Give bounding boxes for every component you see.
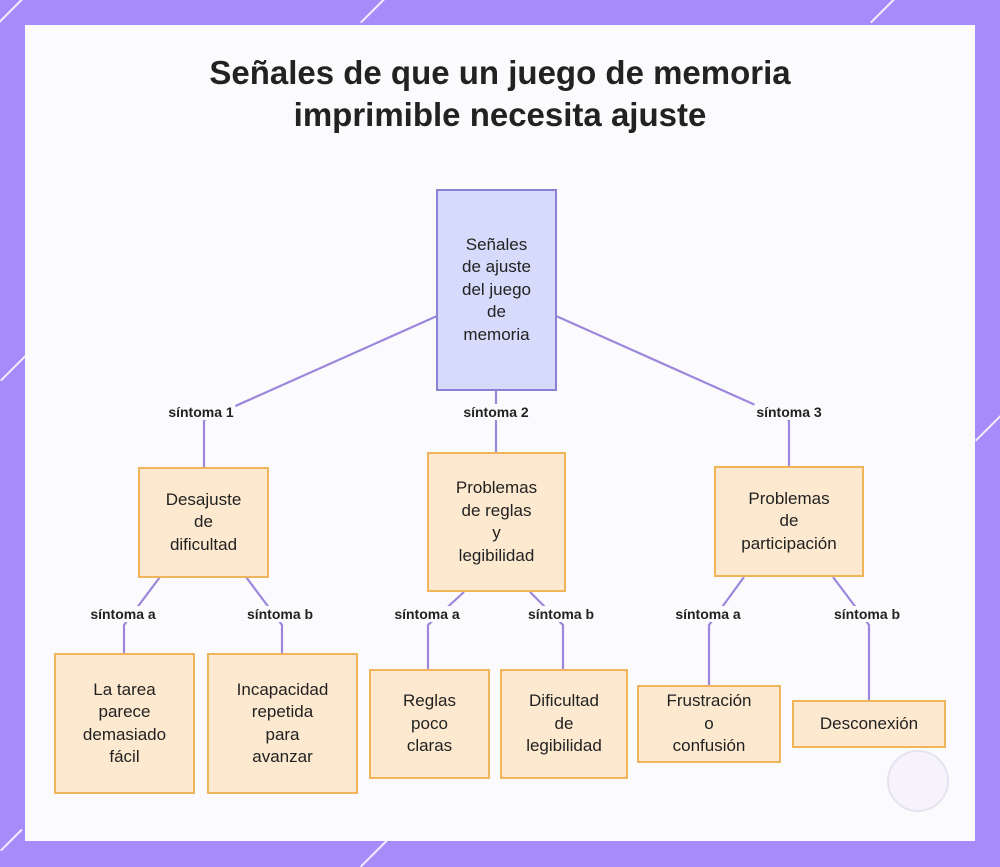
leaf-node-b1-a: La tarea parece demasiado fácil [54,653,195,794]
leaf-node-b3-a: Frustración o confusión [637,685,781,763]
leaf-line: demasiado [82,724,167,744]
branch-line: legibilidad [458,545,535,565]
leaf-line: confusión [672,736,746,756]
edge-b3-a [707,576,745,686]
edge-label-branch-2: síntoma 2 [461,404,531,420]
leaf-node-b1-b: Incapacidad repetida para avanzar [207,653,358,794]
branch-line: Problemas [748,488,830,508]
edge-label-b2-b: síntoma b [525,606,597,622]
leaf-line: Dificultad [529,691,599,711]
leaf-node-b2-b: Dificultad de legibilidad [500,669,628,779]
branch-node-1: Desajuste de dificultad [138,467,269,578]
leaf-line: avanzar [252,747,313,766]
leaf-node-b3-b: Desconexión [792,700,946,748]
root-line: Señales [465,234,528,254]
leaf-line: para [265,724,300,744]
leaf-node-b2-a: Reglas poco claras [369,669,490,779]
edge-root-branch-3 [555,314,791,466]
edge-b1-a [122,576,161,653]
leaf-line: claras [406,736,453,756]
branch-node-2: Problemas de reglas y legibilidad [427,452,566,592]
root-line: del juego [461,279,531,299]
seal-icon [887,750,949,812]
leaf-line: fácil [109,747,140,766]
leaf-line: Reglas [403,691,456,711]
title-line-1: Señales de que un juego de memoria [209,54,791,91]
branch-node-3: Problemas de participación [714,466,864,577]
edge-root-branch-1 [202,314,438,468]
branch-line: participación [741,533,837,553]
edge-label-branch-1: síntoma 1 [166,404,236,420]
edge-label-b1-a: síntoma a [88,606,158,622]
edge-label-b3-b: síntoma b [831,606,903,622]
edge-label-b1-b: síntoma b [244,606,316,622]
root-line: memoria [463,324,530,344]
leaf-line: parece [98,702,151,721]
edge-label-branch-3: síntoma 3 [754,404,824,420]
branch-line: de [194,512,213,532]
root-line: de ajuste [461,257,531,277]
branch-line: dificultad [169,534,238,554]
leaf-line: legibilidad [526,736,602,756]
edge-b3-b [832,576,871,700]
root-node: Señales de ajuste del juego de memoria [436,189,557,391]
edge-label-b2-a: síntoma a [392,606,462,622]
diagram-title: Señales de que un juego de memoria impri… [0,52,1000,136]
leaf-line: La tarea [93,679,156,699]
branch-line: de [779,511,799,531]
title-line-2: imprimible necesita ajuste [293,96,707,133]
leaf-line: Frustración [666,691,752,711]
edge-b2-a [426,591,465,670]
leaf-line: de [554,713,574,733]
leaf-line: Incapacidad [236,679,329,699]
leaf-line: repetida [251,702,314,721]
leaf-line: Desconexión [819,713,919,733]
edge-b1-b [245,576,284,653]
edge-b2-b [529,591,565,670]
leaf-line: o [704,713,714,733]
edge-label-b3-a: síntoma a [673,606,743,622]
branch-line: y [492,523,501,542]
leaf-line: poco [411,713,448,733]
root-line: de [487,302,506,322]
branch-line: de reglas [461,500,532,520]
branch-line: Desajuste [165,489,242,509]
branch-line: Problemas [455,478,538,497]
